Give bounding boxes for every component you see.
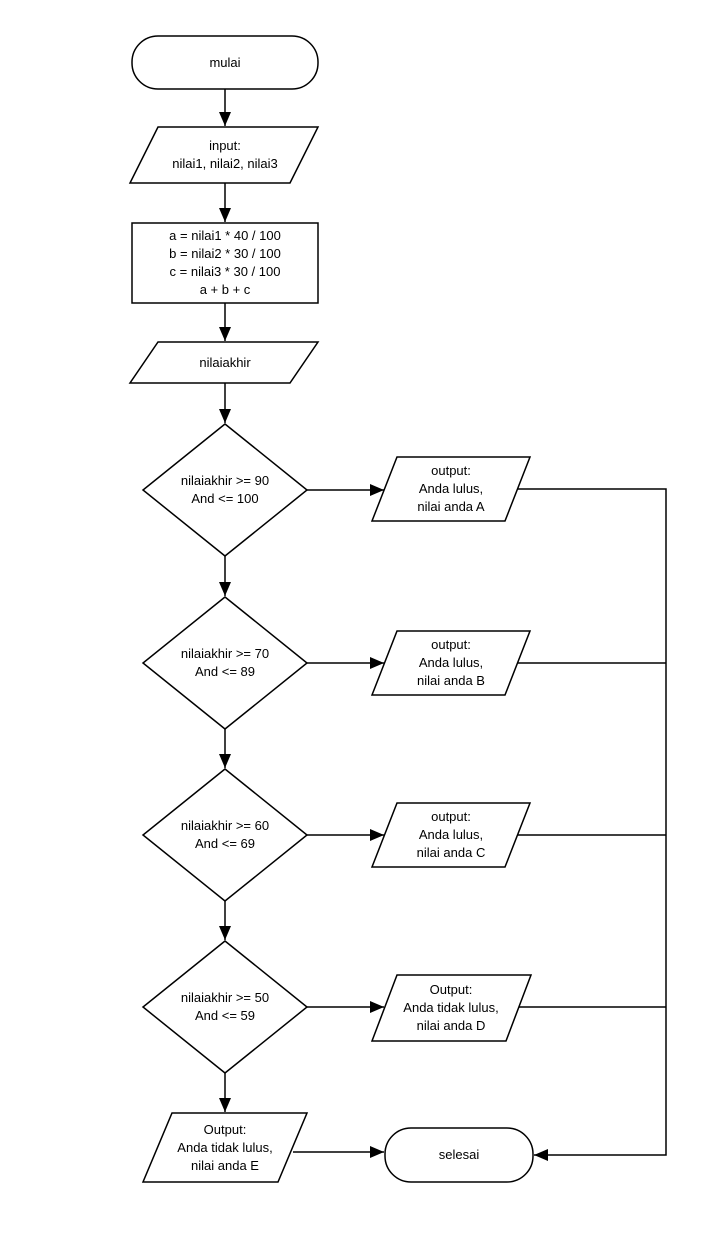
- input-label: input: nilai1, nilai2, nilai3: [172, 138, 278, 171]
- output-a-shape: [370, 456, 532, 522]
- output-e-shape: [141, 1112, 309, 1183]
- output-b-shape: [370, 630, 532, 696]
- nilaiakhir-parallelogram-shape: [128, 341, 320, 384]
- decision-3-shape: [141, 768, 309, 902]
- decision-2-shape: [141, 596, 309, 730]
- decision-4-shape: [141, 940, 309, 1074]
- nilaiakhir-label: nilaiakhir: [199, 355, 251, 370]
- output-c-label: output: Anda lulus, nilai anda C: [416, 809, 486, 860]
- output-d-shape: [370, 974, 533, 1042]
- output-c-shape: [370, 802, 532, 868]
- decision-1-shape: [141, 423, 309, 557]
- end-label: selesai: [438, 1147, 480, 1162]
- input-parallelogram-shape: [128, 126, 320, 184]
- decision-2-label: nilaiakhir >= 70 And <= 89: [180, 646, 270, 679]
- output-e-label: Output: Anda tidak lulus, nilai anda E: [177, 1122, 273, 1173]
- connector-output-a-to-end: [517, 488, 667, 1161]
- output-b-label: output: Anda lulus, nilai anda B: [417, 637, 485, 688]
- decision-4-label: nilaiakhir >= 50 And <= 59: [180, 990, 270, 1023]
- start-label: mulai: [209, 55, 241, 70]
- process-box-shape: [131, 222, 319, 304]
- output-d-label: Output: Anda tidak lulus, nilai anda D: [403, 982, 499, 1033]
- process-label: a = nilai1 * 40 / 100 b = nilai2 * 30 / …: [169, 228, 281, 297]
- start-terminator-shape: [131, 35, 319, 90]
- end-terminator-shape: [384, 1127, 534, 1183]
- decision-1-label: nilaiakhir >= 90 And <= 100: [180, 473, 270, 506]
- output-a-label: output: Anda lulus, nilai anda A: [417, 463, 485, 514]
- decision-3-label: nilaiakhir >= 60 And <= 69: [180, 818, 270, 851]
